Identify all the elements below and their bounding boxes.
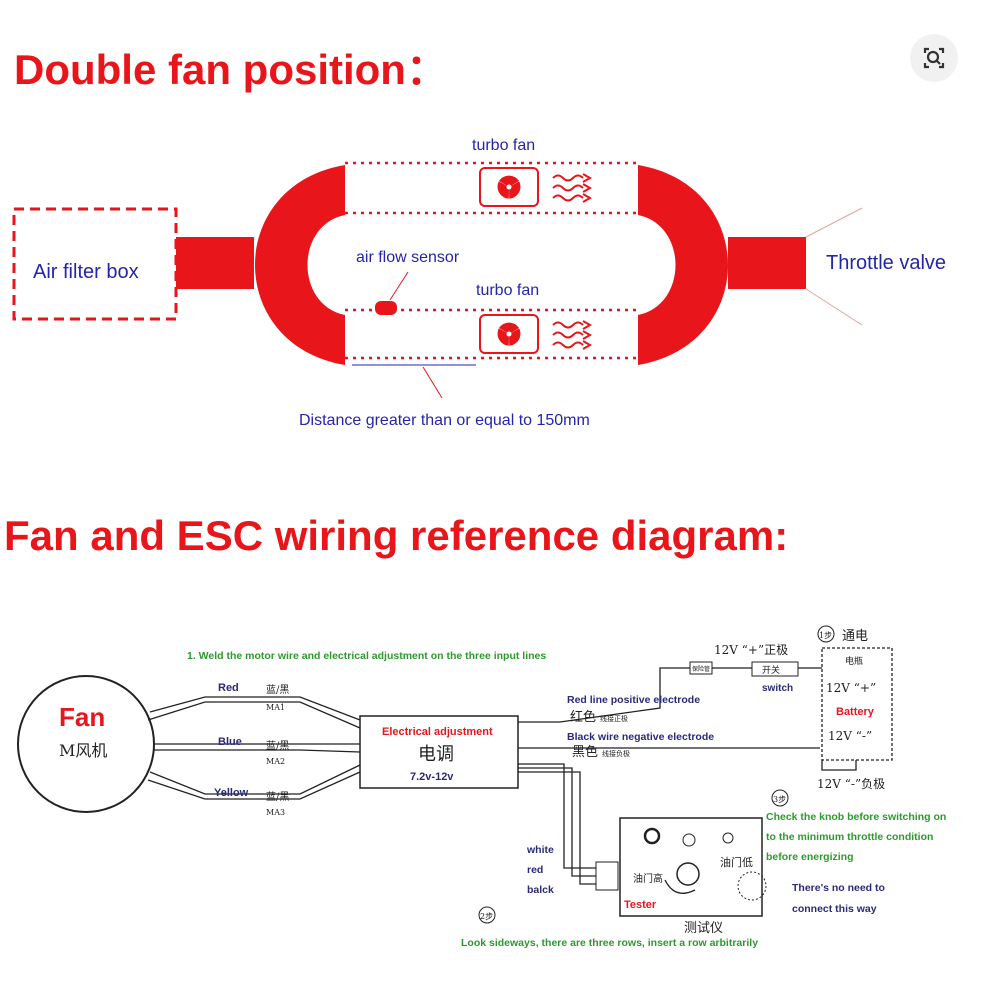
esc-voltage: 7.2v-12v — [410, 771, 454, 783]
air-flow-sensor-label: air flow sensor — [356, 249, 460, 266]
wire-red-code: MA1 — [266, 703, 285, 712]
airflow-arrows-bottom-icon — [552, 320, 593, 350]
right-fork — [638, 165, 728, 365]
fan-blade-icon — [497, 175, 521, 199]
tester-led-3 — [722, 832, 734, 844]
step3-line1: Check the knob before switching on — [766, 811, 946, 823]
step2-instruction: Look sideways, there are three rows, ins… — [461, 937, 758, 949]
throttle-flare-bottom — [805, 288, 863, 326]
step1-circle — [817, 625, 835, 643]
battery-wires — [518, 667, 857, 771]
plus-top-label: 12V “+”正极 — [714, 643, 788, 657]
wire-red-cn: 蓝/黑 — [266, 684, 289, 696]
step3-line3: before energizing — [766, 851, 854, 863]
no-need-line2: connect this way — [792, 903, 877, 915]
battery-minus: 12V “-” — [828, 729, 872, 743]
wire-yellow-code: MA3 — [266, 808, 285, 817]
no-need-line1: There's no need to — [792, 882, 885, 894]
heading-double-fan-position: Double fan position： — [14, 46, 448, 93]
wire-red-label: Red — [218, 682, 239, 694]
step3-circle-label: 3步 — [773, 795, 786, 804]
throttle-high-cn: 油门高 — [633, 872, 663, 885]
black-cn: 黑色 — [572, 744, 598, 760]
outlet-pipe — [728, 237, 806, 289]
fan-sub-label: M风机 — [59, 741, 107, 760]
fan-blade-icon — [497, 322, 521, 346]
throttle-flare-top — [805, 207, 863, 238]
inlet-pipe — [176, 237, 254, 289]
turbo-fan-top-label: turbo fan — [472, 137, 535, 154]
fan-label: Fan — [59, 702, 105, 732]
fan-circle — [17, 675, 155, 813]
esc-box — [359, 715, 519, 789]
double-fan-diagram: Air filter box Throttle valve turbo fan … — [12, 137, 946, 429]
battery-cn: 电瓶 — [845, 655, 863, 667]
heading-wiring-diagram: Fan and ESC wiring reference diagram: — [4, 512, 789, 559]
tester-wire-red: red — [527, 864, 543, 876]
tester-wires — [518, 763, 596, 885]
airflow-arrows-top-icon — [552, 173, 593, 203]
wire-yellow-label: Yellow — [214, 787, 249, 799]
tester-connector — [595, 861, 619, 891]
switch-cn: 开关 — [762, 664, 780, 676]
black-line-label: Black wire negative electrode — [567, 731, 714, 743]
sensor-pointer — [389, 271, 409, 301]
tester-box — [619, 817, 763, 917]
battery-label: Battery — [836, 706, 875, 718]
air-flow-sensor — [375, 301, 397, 315]
tester-label: Tester — [624, 899, 657, 911]
red-line-label: Red line positive electrode — [567, 694, 700, 706]
wire-blue-cn: 蓝/黑 — [266, 740, 289, 752]
throttle-low-cn: 油门低 — [720, 855, 753, 869]
tester-led-1 — [643, 827, 661, 845]
wire-blue-label: Blue — [218, 736, 242, 748]
fuse — [689, 661, 713, 675]
step3-circle — [771, 789, 789, 807]
step1-instruction: 1. Weld the motor wire and electrical ad… — [187, 650, 546, 662]
step2-circle-label: 2步 — [480, 912, 493, 921]
tester-wire-balck: balck — [527, 884, 554, 896]
step1-circle-label: 1步 — [819, 631, 832, 640]
fuse-label: 保险管 — [692, 665, 710, 673]
red-cn: 红色 — [570, 709, 596, 725]
battery-box — [821, 647, 893, 761]
wire-blue-code: MA2 — [266, 757, 285, 766]
red-cn-small: 线接正极 — [600, 714, 628, 723]
left-fork — [255, 165, 345, 365]
step2-circle — [478, 906, 496, 924]
knob-arrow-icon — [664, 879, 696, 894]
tester-knob — [676, 862, 700, 886]
distance-note: Distance greater than or equal to 150mm — [299, 412, 590, 429]
visual-search-button[interactable] — [910, 34, 958, 82]
black-cn-small: 线接负极 — [602, 749, 630, 758]
switch-box — [751, 661, 799, 677]
fan-wires — [147, 696, 361, 800]
wire-yellow-cn: 蓝/黑 — [266, 791, 289, 803]
minus-bottom-label: 12V “-”负极 — [817, 777, 885, 791]
esc-title: Electrical adjustment — [382, 726, 493, 738]
esc-cn: 电调 — [418, 744, 454, 765]
alt-connector-marked — [737, 871, 767, 901]
tester-cn: 测试仪 — [684, 921, 723, 936]
air-filter-box-label: Air filter box — [33, 261, 139, 283]
step3-line2: to the minimum throttle condition — [766, 831, 933, 843]
power-on-label: 通电 — [842, 629, 868, 644]
tester-wire-white: white — [526, 844, 554, 856]
battery-plus: 12V “+” — [826, 681, 876, 695]
lens-search-icon — [923, 47, 945, 69]
tester-led-2 — [682, 833, 696, 847]
throttle-valve-label: Throttle valve — [826, 252, 946, 274]
switch-label: switch — [762, 683, 793, 694]
distance-pointer — [422, 366, 443, 399]
turbo-fan-bottom-label: turbo fan — [476, 282, 539, 299]
